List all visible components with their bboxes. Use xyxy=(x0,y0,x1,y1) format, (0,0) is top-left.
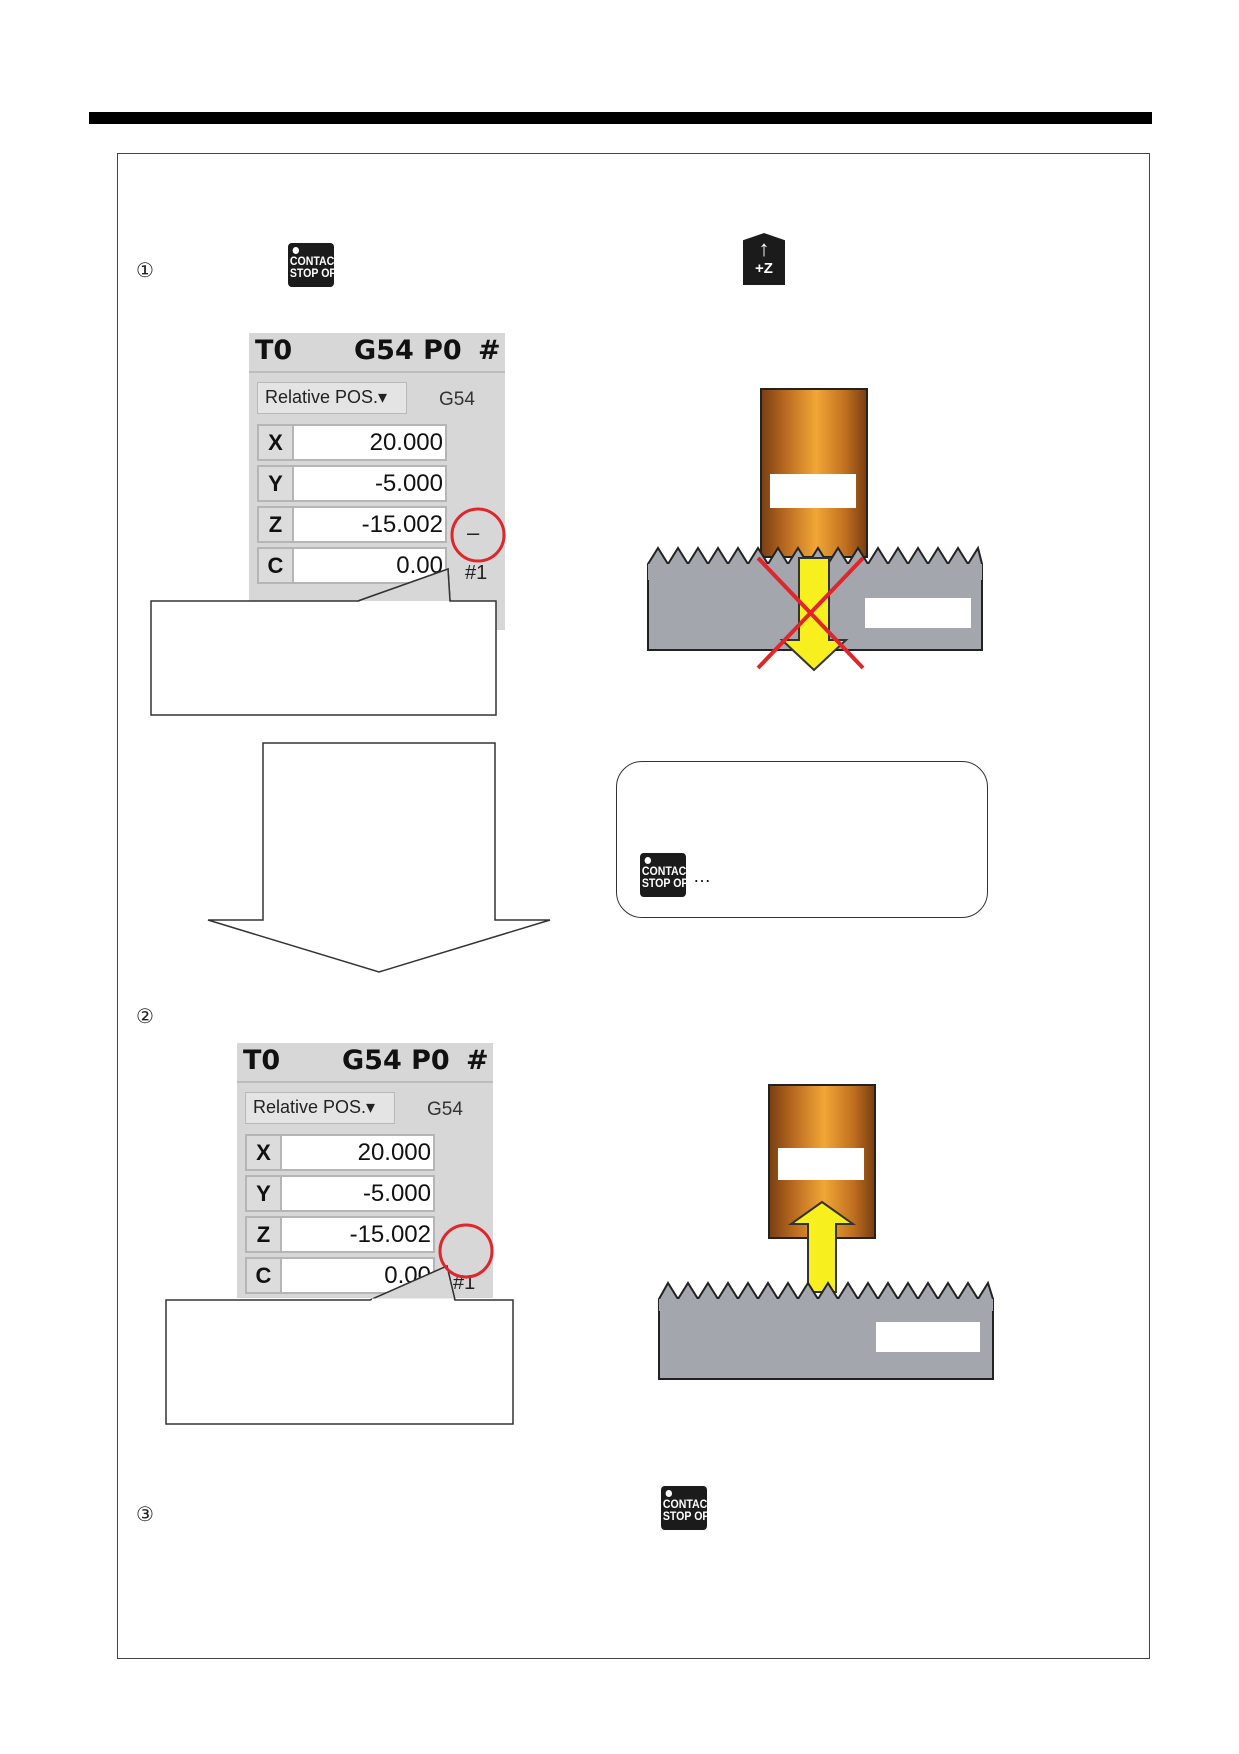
work-offset: G54 P0 xyxy=(354,335,462,366)
contact-stop-off-button-step3[interactable]: CONTACT STOP OFF xyxy=(661,1486,715,1530)
highlight-circle-top xyxy=(450,507,506,563)
axis-row-z: Z -15.002 xyxy=(245,1216,435,1253)
coordinate-system-label: G54 xyxy=(439,389,475,410)
tool-illustration-top xyxy=(645,388,985,678)
down-arrow xyxy=(207,742,551,973)
axis-row-c: C 0.00 xyxy=(257,547,447,584)
note-ellipsis: … xyxy=(693,866,711,886)
axis-row-x: X 20.000 xyxy=(245,1134,435,1171)
tool-number: T0 xyxy=(255,335,293,366)
axis-row-y: Y -5.000 xyxy=(257,465,447,502)
work-offset: G54 P0 xyxy=(342,1045,450,1076)
tool-label-box xyxy=(770,474,856,508)
coordinate-system-label: G54 xyxy=(427,1099,463,1120)
tool-label-box xyxy=(778,1148,864,1180)
contact-stop-off-button[interactable]: CONTACT STOP OFF xyxy=(288,243,342,287)
contact-stop-off-icon: CONTACT STOP OFF xyxy=(640,853,694,897)
plus-z-label: +Z xyxy=(755,260,773,277)
axis-row-y: Y -5.000 xyxy=(245,1175,435,1212)
callout-bottom xyxy=(165,1262,515,1426)
note-box: CONTACT STOP OFF … xyxy=(616,761,988,918)
arrow-up-icon: ↑ xyxy=(758,236,770,261)
content-frame xyxy=(117,153,1150,1659)
position-mode-dropdown[interactable]: Relative POS.▾ xyxy=(257,382,407,414)
position-panel-bottom: T0 G54 P0 # Relative POS.▾ G54 X 20.000 … xyxy=(237,1043,493,1298)
axis-row-z: Z -15.002 xyxy=(257,506,447,543)
direction-mark: – xyxy=(467,520,480,545)
hash-label: # xyxy=(478,335,501,366)
step-2-marker: ② xyxy=(136,1004,154,1028)
callout-top xyxy=(150,531,500,716)
header-rule xyxy=(89,112,1152,124)
hash-label: # xyxy=(466,1045,489,1076)
panel-header: T0 G54 P0 # xyxy=(249,333,505,369)
position-panel-top: T0 G54 P0 # Relative POS.▾ G54 X 20.000 … xyxy=(249,333,505,630)
tool-body xyxy=(768,1084,876,1239)
tool-illustration-bottom xyxy=(656,1084,996,1384)
highlight-circle-bottom xyxy=(438,1223,494,1279)
indicator-dot-icon xyxy=(644,857,652,864)
step-3-marker: ③ xyxy=(136,1502,154,1526)
tool-body xyxy=(760,388,868,558)
indicator-dot-icon xyxy=(292,247,300,254)
step-1-marker: ① xyxy=(136,258,154,282)
sensor-number: #1 xyxy=(465,562,488,584)
panel-divider xyxy=(249,371,505,373)
panel-header: T0 G54 P0 # xyxy=(237,1043,493,1079)
position-mode-dropdown[interactable]: Relative POS.▾ xyxy=(245,1092,395,1124)
axis-row-x: X 20.000 xyxy=(257,424,447,461)
indicator-dot-icon xyxy=(665,1490,673,1497)
plus-z-button[interactable]: ↑ +Z xyxy=(743,233,785,285)
tool-number: T0 xyxy=(243,1045,281,1076)
panel-divider xyxy=(237,1081,493,1083)
